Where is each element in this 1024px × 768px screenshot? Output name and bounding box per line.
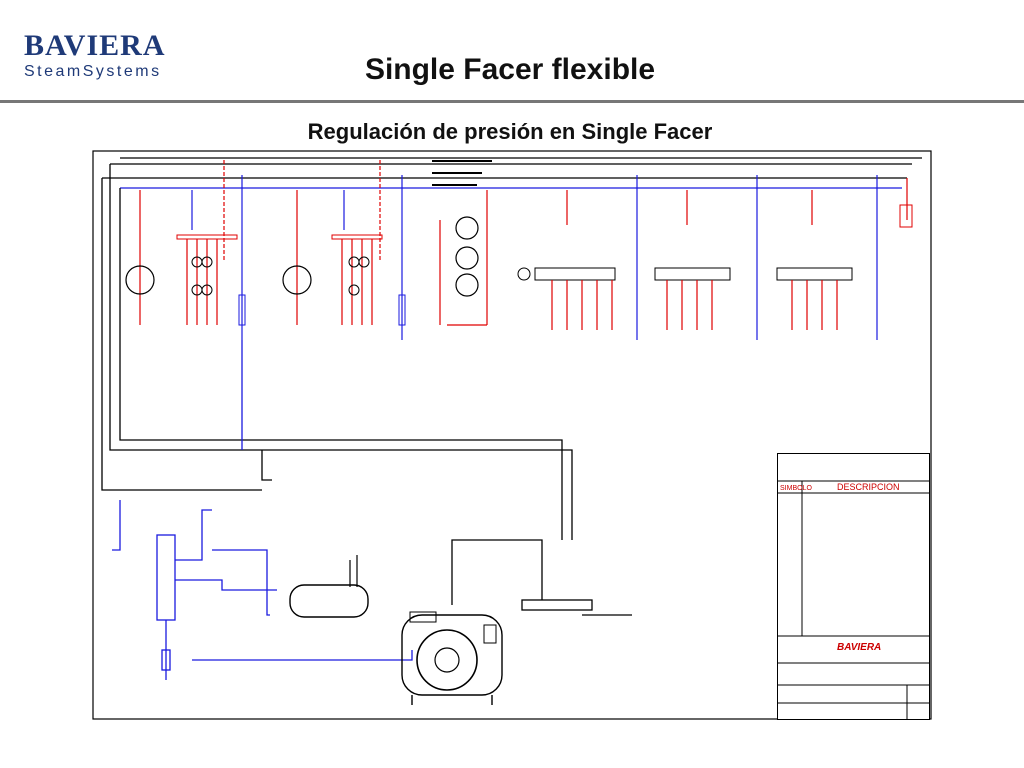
steam-boiler <box>401 611 503 705</box>
steam-distributor <box>451 539 632 616</box>
drawing-title-block: SIMBOLO DESCRIPCION BAVIERA <box>777 453 930 720</box>
title-block-frame <box>777 453 930 720</box>
unit-group-3 <box>439 190 488 326</box>
baviera-logo: BAVIERA SteamSystems <box>20 29 190 81</box>
page-title: Single Facer flexible <box>364 53 656 86</box>
header-pipes <box>102 157 922 189</box>
feed-tank <box>289 555 369 618</box>
unit-group-5 <box>654 175 758 340</box>
header-labels <box>432 160 492 186</box>
unit-group-6 <box>776 175 913 340</box>
page-subtitle: Regulación de presión en Single Facer <box>307 119 713 144</box>
title-block-symbol-header: SIMBOLO <box>780 485 812 492</box>
header-divider <box>0 100 1024 103</box>
unit-group-2 <box>282 160 406 340</box>
title-block-company: BAVIERA <box>837 642 881 653</box>
title-block-description-header: DESCRIPCION <box>837 482 900 492</box>
return-pipes <box>101 164 573 540</box>
unit-group-1 <box>125 160 246 340</box>
steam-system-diagram <box>92 150 932 720</box>
logo-brand-sub: SteamSystems <box>24 63 162 80</box>
logo-brand-name: BAVIERA <box>24 29 166 62</box>
steam-collector <box>112 340 413 680</box>
unit-group-4 <box>517 175 638 340</box>
